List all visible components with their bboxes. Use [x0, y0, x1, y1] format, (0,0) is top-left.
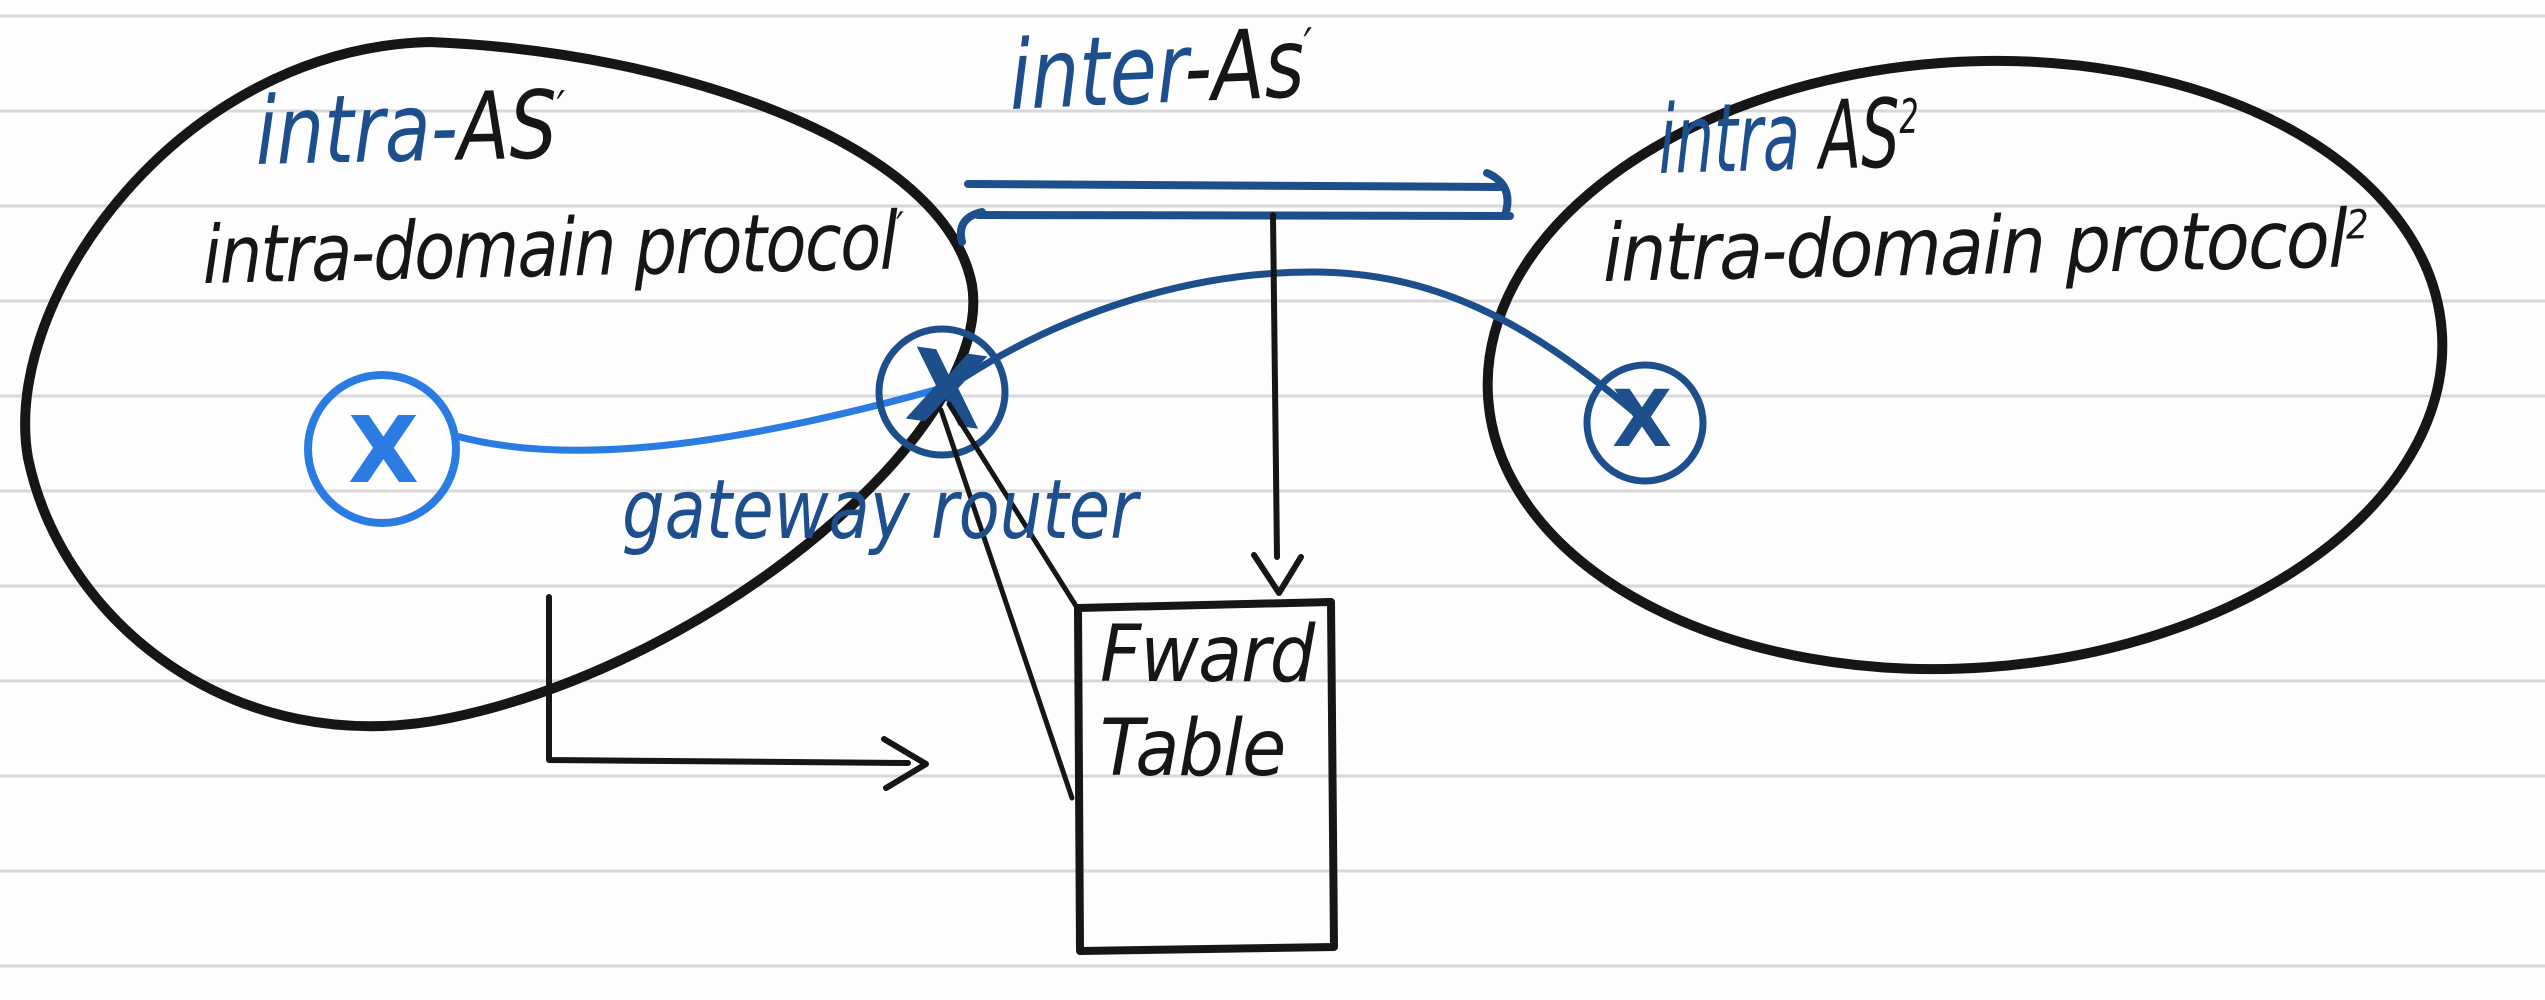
as1-title-as: AS	[457, 71, 558, 183]
as1-to-table-arrow	[546, 594, 929, 791]
as2-title: intra AS2	[1658, 79, 1920, 196]
inter-as-to-table-arrow	[1251, 212, 1304, 596]
inter-as-label-prefix: inter	[1007, 12, 1186, 132]
as2-protocol-text: intra-domain protocol	[1601, 192, 2347, 300]
inter-as-label: inter-As′	[1008, 7, 1314, 132]
as1-router-x-mark: X	[348, 397, 419, 504]
forwarding-table-line1: Fward	[1100, 610, 1315, 700]
as2-ellipse	[1482, 55, 2448, 675]
as1-router-circle	[304, 371, 460, 527]
as2-title-sup: 2	[1899, 89, 1920, 146]
as1-title-sup: ′	[556, 81, 566, 137]
as1-title-prefix: intra-	[254, 73, 459, 187]
as1-title: intra-AS′	[255, 71, 566, 187]
as2-title-as: AS	[1818, 79, 1901, 192]
inter-as-arrow-left	[957, 208, 1514, 246]
as2-title-prefix: intra	[1657, 82, 1801, 196]
as1-protocol-sup: ′	[895, 204, 903, 251]
as2-router-circle	[1583, 361, 1707, 485]
as2-router-x-mark: X	[1612, 375, 1672, 465]
as1-ellipse	[20, 37, 979, 732]
inter-as-arrow-right	[964, 169, 1512, 216]
gateway-router-label-text: gateway router	[622, 463, 1138, 558]
forwarding-table-label: Fward Table	[1100, 608, 1315, 796]
as1-protocol-text: intra-domain protocol	[201, 194, 898, 302]
inter-as-link-line	[944, 268, 1638, 416]
as1-protocol-label: intra-domain protocol′	[202, 195, 903, 302]
as2-protocol-sup: 2	[2345, 202, 2368, 249]
gateway-router-circle	[875, 325, 1009, 459]
intra-as1-link-line	[452, 386, 939, 454]
forwarding-table-box	[1074, 598, 1338, 955]
inter-as-label-suffix: -As	[1182, 7, 1306, 125]
as2-protocol-label: intra-domain protocol2	[1602, 193, 2368, 300]
gateway-router-label: gateway router	[622, 467, 1138, 554]
inter-as-label-sup: ′	[1302, 18, 1314, 75]
gateway-to-table-connectors	[938, 401, 1079, 801]
forwarding-table-line2: Table	[1100, 704, 1286, 794]
